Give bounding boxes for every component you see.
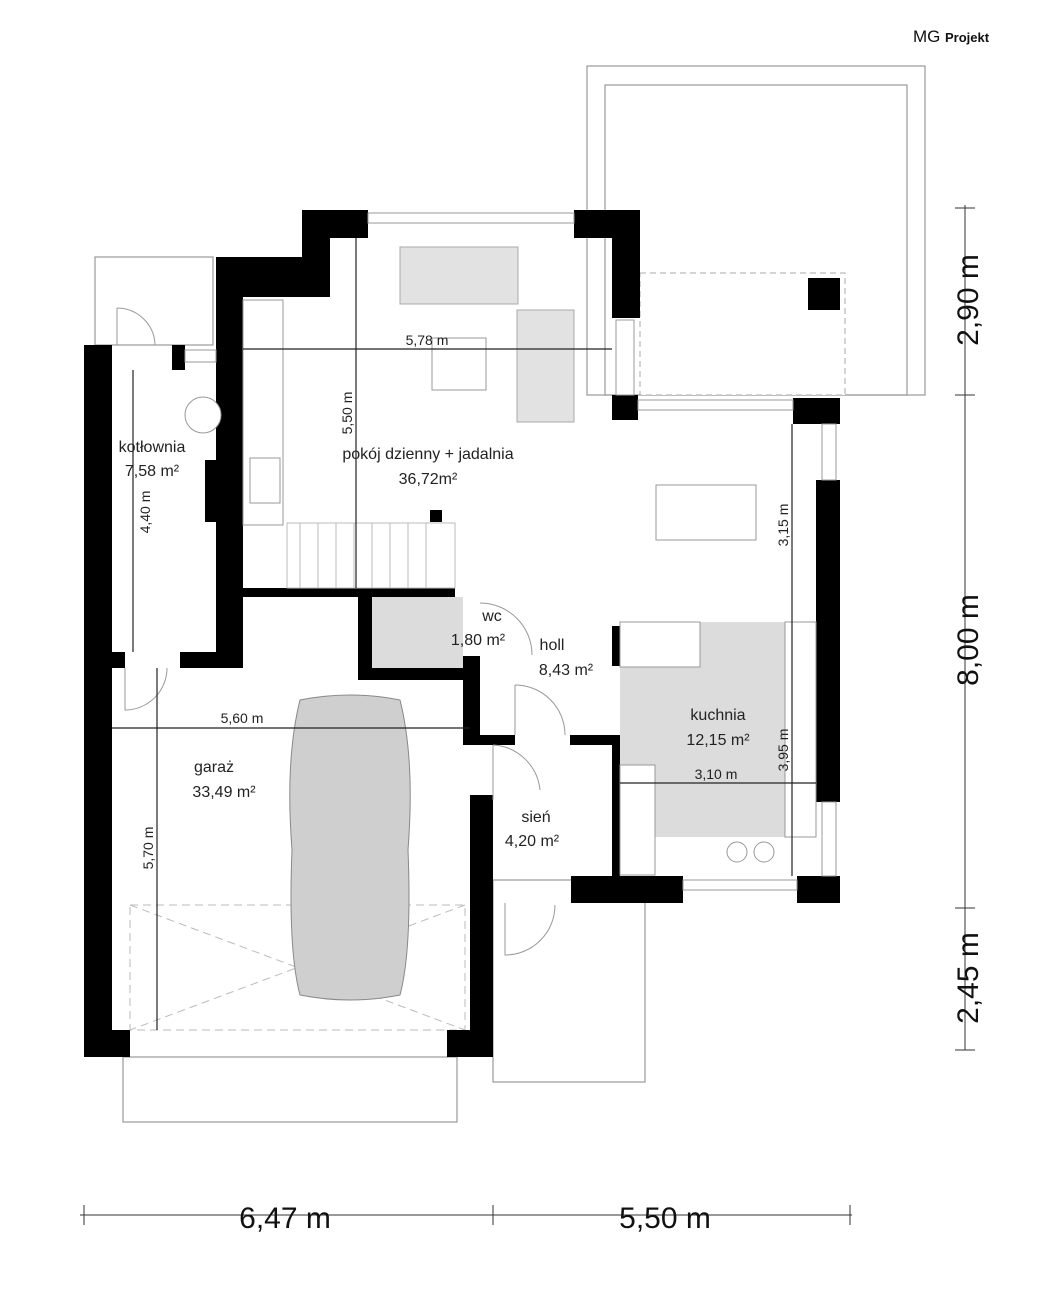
boiler-room-name: kotłownia — [119, 439, 186, 456]
terrace-column — [808, 278, 840, 310]
dining-table — [655, 484, 757, 541]
kitchen-name: kuchnia — [690, 707, 745, 724]
sofa-2 — [516, 309, 575, 423]
hall-name: holl — [540, 637, 565, 654]
garage-depth-label: 5,70 m — [140, 827, 156, 870]
windows — [184, 212, 837, 891]
garage-area: 33,49 m² — [192, 784, 256, 801]
kitchen-table — [619, 621, 701, 668]
vestibule-name: sień — [521, 809, 550, 826]
garage-apron — [122, 1056, 458, 1123]
stairs — [286, 522, 456, 589]
walls — [84, 210, 840, 1057]
living-depth-label: 5,50 m — [339, 392, 355, 435]
kitchen-counter — [619, 764, 656, 876]
furniture — [184, 246, 817, 1001]
boiler-porch — [94, 256, 214, 346]
garage-door-dashed — [129, 904, 466, 1031]
sofa — [399, 246, 519, 305]
outer-dimension-lines — [80, 205, 975, 1225]
hall-area: 8,43 m² — [539, 662, 594, 679]
outer-dim-bottom-2: 5,50 m — [619, 1202, 711, 1235]
living-room-name: pokój dzienny + jadalnia — [342, 446, 513, 463]
radiator — [249, 457, 281, 504]
dining-depth-label: 3,15 m — [775, 504, 791, 547]
wc-area: 1,80 m² — [451, 632, 506, 649]
outer-dim-right-3: 2,45 m — [952, 932, 985, 1024]
boiler-room-area: 7,58 m² — [125, 463, 180, 480]
logo-brand: MG — [913, 27, 940, 46]
outer-dim-bottom-1: 6,47 m — [239, 1202, 331, 1235]
kitchen-area: 12,15 m² — [686, 732, 750, 749]
dimension-lines — [112, 238, 816, 1030]
vestibule-area: 4,20 m² — [505, 833, 560, 850]
sink-2 — [753, 841, 775, 863]
boiler — [184, 396, 222, 434]
entrance-porch — [492, 879, 646, 1083]
outer-dim-right-2: 8,00 m — [952, 594, 985, 686]
garage-name: garaż — [194, 759, 234, 776]
kitchen-depth-label: 3,95 m — [775, 729, 791, 772]
logo: MG Projekt — [913, 27, 990, 46]
doors — [116, 307, 566, 956]
living-width-label: 5,78 m — [406, 332, 449, 348]
car — [289, 694, 411, 1001]
coffee-table — [431, 337, 487, 391]
boiler-depth-label: 4,40 m — [137, 491, 153, 534]
logo-suffix: Projekt — [945, 30, 990, 45]
terrace — [586, 65, 926, 396]
living-room-area: 36,72m² — [399, 471, 458, 488]
wc-floor — [372, 597, 463, 668]
garage-width-label: 5,60 m — [221, 710, 264, 726]
sink — [726, 841, 748, 863]
outer-dim-right-1: 2,90 m — [952, 254, 985, 346]
kitchen-counter-right — [784, 621, 817, 838]
kitchen-width-label: 3,10 m — [695, 766, 738, 782]
wc-name: wc — [481, 608, 502, 625]
